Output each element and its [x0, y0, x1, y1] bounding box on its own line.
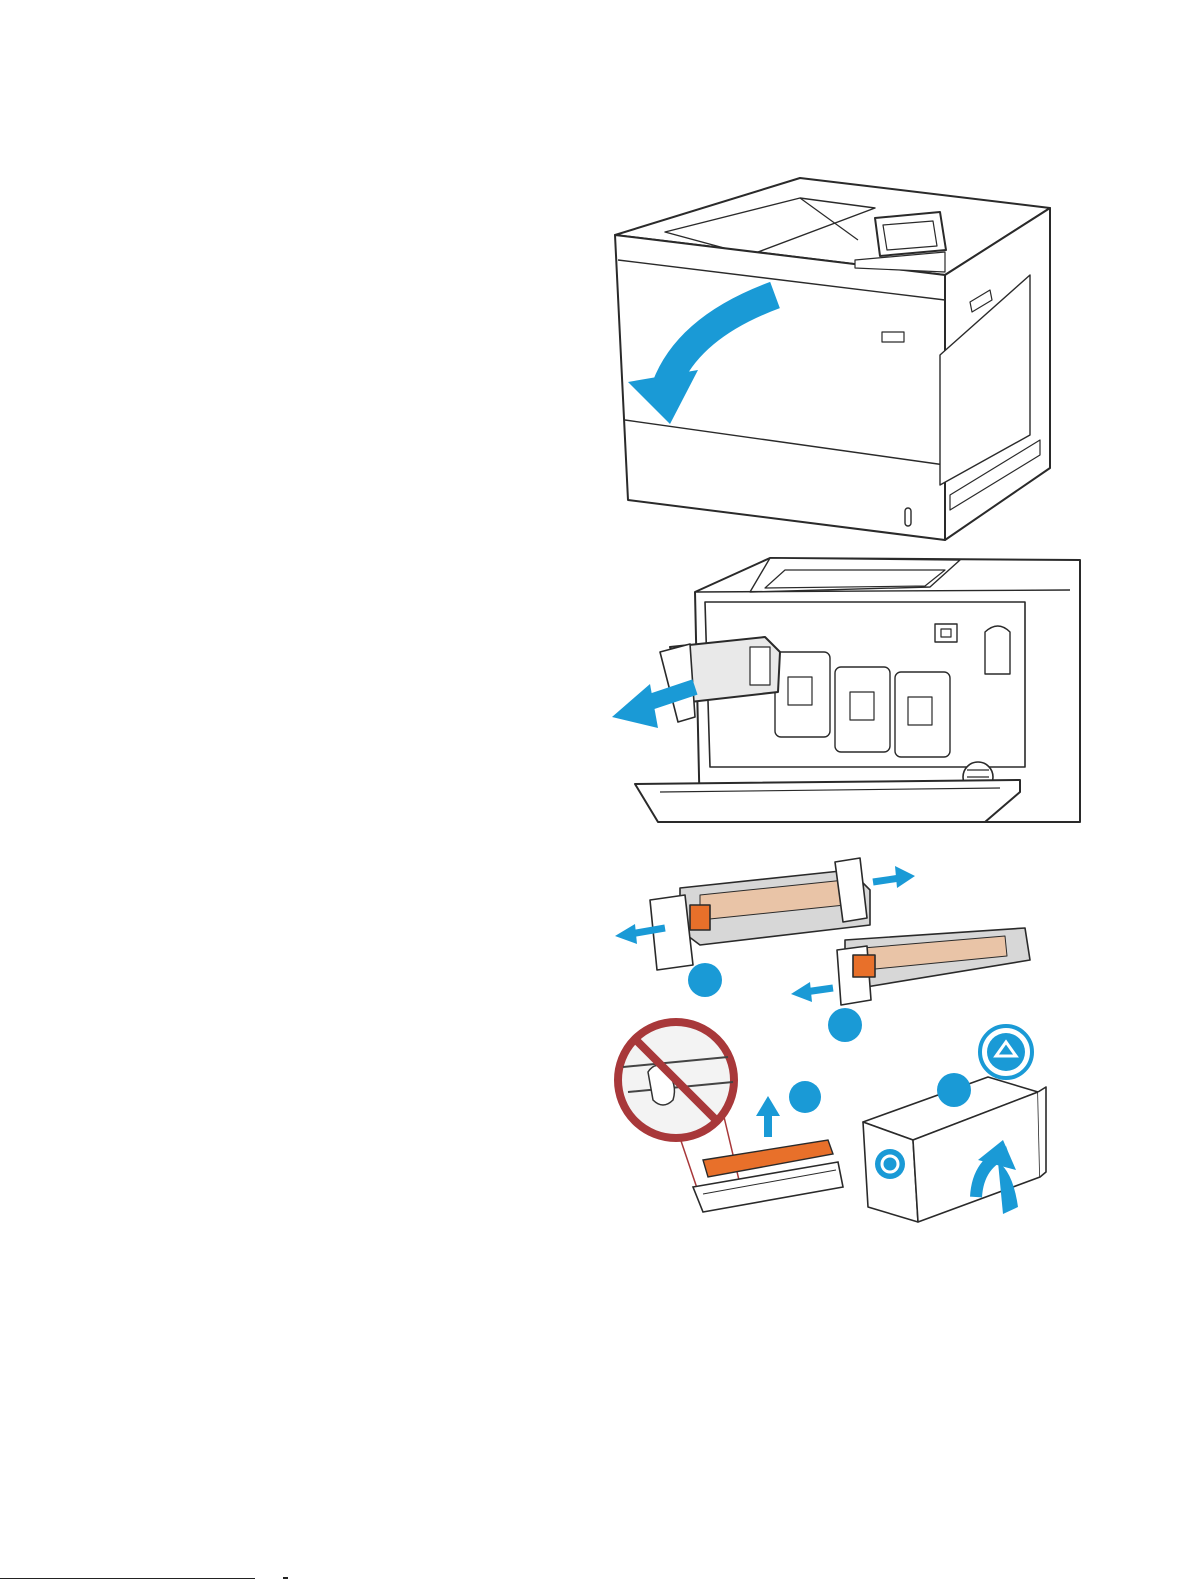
remove-protective-shield-and-recycle-illustration — [608, 1012, 1048, 1227]
footer-rule — [0, 1578, 255, 1579]
footer-mark — [283, 1577, 288, 1579]
remove-imaging-drum-illustration — [600, 552, 1090, 842]
open-front-door-illustration — [600, 170, 1060, 545]
